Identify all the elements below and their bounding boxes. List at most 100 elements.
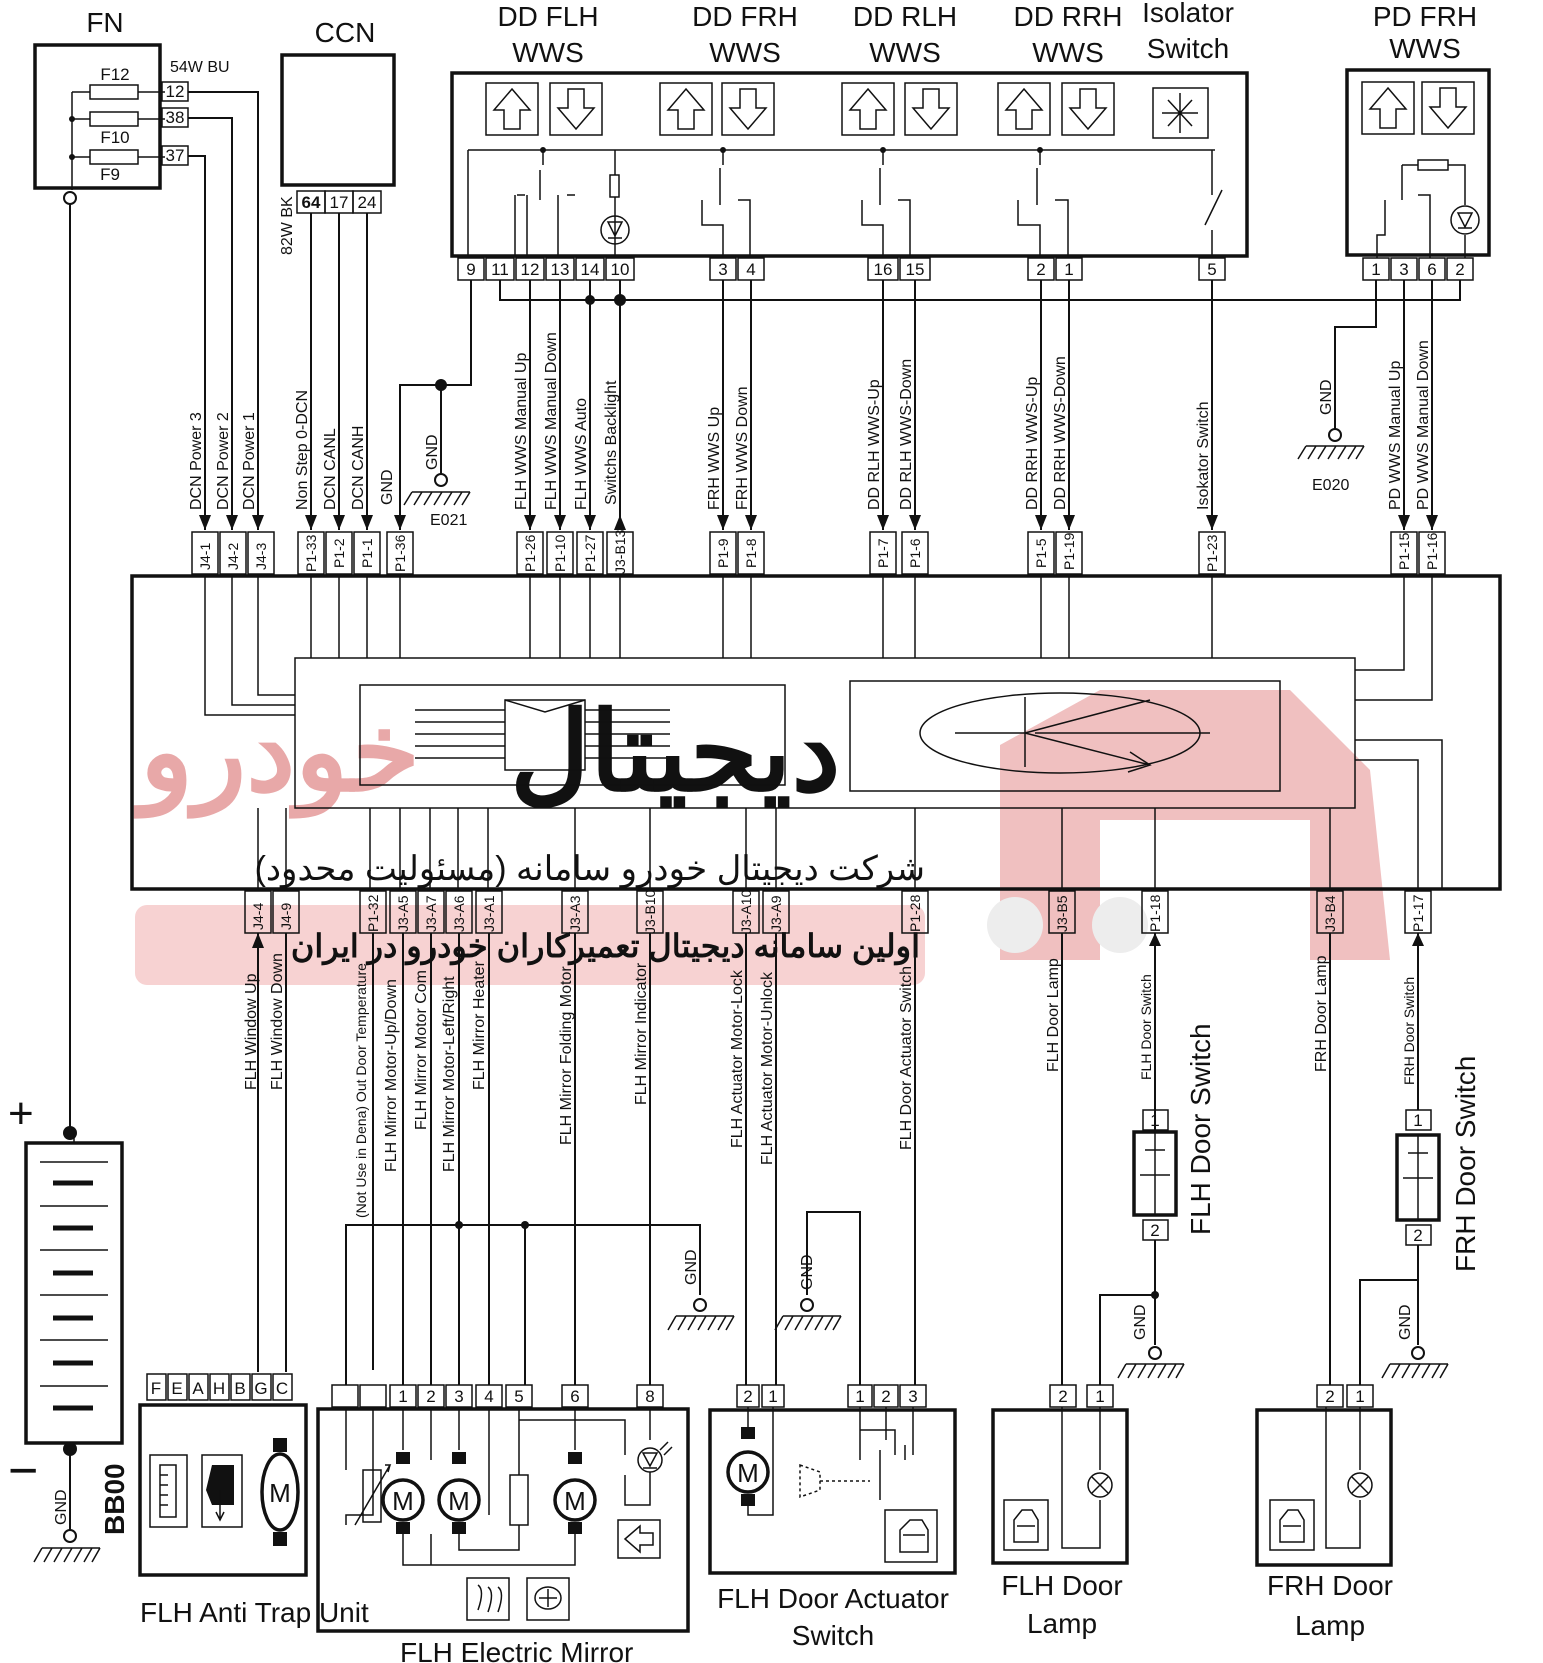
svg-text:J3-B13: J3-B13 — [612, 529, 628, 574]
fn-title: FN — [86, 7, 123, 38]
svg-text:A: A — [192, 1379, 204, 1398]
svg-text:1: 1 — [1413, 1111, 1422, 1130]
svg-text:PD FRH: PD FRH — [1373, 1, 1477, 32]
mirror-motor-icons: M M M — [381, 1452, 597, 1534]
svg-text:2: 2 — [1058, 1387, 1067, 1406]
svg-text:FLH Door Actuator Switch: FLH Door Actuator Switch — [898, 966, 915, 1150]
door-control-module — [130, 574, 1502, 891]
svg-text:4: 4 — [484, 1387, 493, 1406]
flh-lamp-subtitle: Lamp — [1027, 1608, 1097, 1639]
svg-text:2: 2 — [1413, 1226, 1422, 1245]
svg-text:J3-A6: J3-A6 — [451, 895, 467, 932]
svg-text:J4-9: J4-9 — [278, 903, 294, 930]
window-icon — [201, 1454, 243, 1528]
actuator-subtitle: Switch — [792, 1620, 874, 1651]
svg-text:J3-B5: J3-B5 — [1054, 895, 1070, 932]
flh-electric-mirror: 1 2 3 4 5 6 8 M M M — [316, 1384, 690, 1663]
svg-text:FRH Door Switch: FRH Door Switch — [1401, 977, 1417, 1085]
svg-text:3: 3 — [454, 1387, 463, 1406]
svg-text:P1-17: P1-17 — [1410, 894, 1426, 932]
svg-text:2: 2 — [881, 1387, 890, 1406]
svg-text:Isolator: Isolator — [1142, 0, 1234, 28]
svg-text:J3-B10: J3-B10 — [642, 889, 658, 934]
svg-text:1: 1 — [1095, 1387, 1104, 1406]
mirror-indicator-icon — [624, 1441, 673, 1506]
svg-text:GND: GND — [379, 469, 396, 505]
svg-text:B: B — [234, 1379, 245, 1398]
svg-text:3: 3 — [908, 1387, 917, 1406]
upper-signal-labels: DCN Power 3 DCN Power 2 DCN Power 1 Non … — [188, 332, 1432, 510]
svg-text:P1-9: P1-9 — [715, 538, 731, 568]
svg-text:J4-4: J4-4 — [250, 903, 266, 930]
svg-text:1: 1 — [1150, 1111, 1159, 1130]
svg-text:FLH Actuator Motor-Unlock: FLH Actuator Motor-Unlock — [759, 971, 776, 1165]
frh-door-switch: 1 2 GND FRH Door Switch — [1359, 1056, 1481, 1385]
lower-signal-labels: FLH Window Up FLH Window Down (Not Use i… — [243, 953, 1417, 1218]
svg-text:J3-A9: J3-A9 — [768, 895, 784, 932]
svg-text:P1-33: P1-33 — [303, 534, 319, 572]
flh-up-down-arrow-icons — [485, 82, 603, 136]
svg-text:FLH Mirror Motor Com: FLH Mirror Motor Com — [413, 970, 430, 1130]
svg-text:FLH Mirror Motor-Up/Down: FLH Mirror Motor-Up/Down — [383, 979, 400, 1172]
flh-door-switch-title: FLH Door Switch — [1185, 1023, 1216, 1235]
watermark-logo-2: دیجیتال — [510, 691, 840, 814]
svg-text:1: 1 — [1371, 260, 1380, 279]
watermark: خودرو دیجیتال شرکت دیجیتال خودرو سامانه … — [133, 690, 1390, 985]
svg-text:2: 2 — [1325, 1387, 1334, 1406]
car-door-icon — [1269, 1499, 1315, 1551]
svg-text:GND: GND — [1318, 379, 1335, 415]
ground-e021: E021 — [403, 473, 471, 529]
svg-text:F12: F12 — [100, 65, 129, 84]
svg-text:DCN Power 3: DCN Power 3 — [188, 412, 205, 510]
svg-text:J4-3: J4-3 — [253, 543, 269, 570]
svg-text:GND: GND — [1132, 1304, 1149, 1340]
svg-text:1: 1 — [768, 1387, 777, 1406]
svg-text:3: 3 — [1399, 260, 1408, 279]
battery-minus: − — [8, 1442, 38, 1500]
svg-text:J3-A7: J3-A7 — [423, 895, 439, 932]
svg-text:FLH Door Switch: FLH Door Switch — [1138, 974, 1154, 1080]
svg-text:37: 37 — [166, 146, 185, 165]
watermark-slogan: اولین سامانه دیجیتال تعمیرکاران خودرو در… — [291, 928, 920, 966]
svg-text:2: 2 — [426, 1387, 435, 1406]
svg-text:J3-A5: J3-A5 — [395, 895, 411, 932]
svg-text:PD WWS Manual Up: PD WWS Manual Up — [1387, 361, 1404, 510]
thermistor-icon — [354, 1464, 392, 1526]
svg-text:P1-28: P1-28 — [907, 894, 923, 932]
svg-text:P1-27: P1-27 — [582, 534, 598, 572]
svg-text:Switchs Backlight: Switchs Backlight — [603, 380, 620, 505]
actuator-title: FLH Door Actuator — [717, 1583, 949, 1614]
svg-text:DCN CANL: DCN CANL — [322, 428, 339, 510]
svg-text:14: 14 — [581, 260, 600, 279]
svg-text:24: 24 — [358, 193, 377, 212]
svg-text:FRH WWS Down: FRH WWS Down — [734, 386, 751, 510]
svg-text:FRH Door Lamp: FRH Door Lamp — [1313, 955, 1330, 1072]
svg-text:DD FLH: DD FLH — [497, 1, 598, 32]
ground-mirror: GND — [667, 1249, 735, 1331]
svg-text:P1-32: P1-32 — [365, 894, 381, 932]
svg-text:5: 5 — [514, 1387, 523, 1406]
svg-text:DD RRH WWS-Up: DD RRH WWS-Up — [1024, 377, 1041, 510]
flh-switch-pins: 9 11 12 13 14 10 — [457, 257, 635, 281]
svg-text:P1-8: P1-8 — [743, 538, 759, 568]
svg-text:P1-6: P1-6 — [907, 538, 923, 568]
svg-text:2: 2 — [743, 1387, 752, 1406]
svg-text:P1-16: P1-16 — [1424, 532, 1440, 570]
frh-door-switch-title: FRH Door Switch — [1450, 1056, 1481, 1272]
ccn-connector: CCN 64 17 24 82W BK — [279, 17, 396, 255]
car-door-icon — [884, 1509, 938, 1563]
logic-chip-icon — [415, 699, 670, 771]
svg-text:2: 2 — [1150, 1221, 1159, 1240]
mirror-direction-arrow-icon — [617, 1519, 661, 1559]
svg-text:J3-A10: J3-A10 — [738, 889, 754, 934]
svg-text:8: 8 — [645, 1387, 654, 1406]
svg-text:DD RRH: DD RRH — [1014, 1, 1123, 32]
svg-text:1: 1 — [855, 1387, 864, 1406]
svg-text:38: 38 — [166, 108, 185, 127]
svg-text:H: H — [213, 1379, 225, 1398]
lower-wiring: GND GND — [252, 933, 1424, 1385]
svg-text:P1-26: P1-26 — [522, 534, 538, 572]
svg-text:Switch: Switch — [1147, 33, 1229, 64]
svg-text:16: 16 — [874, 260, 893, 279]
door-lock-icon — [799, 1407, 914, 1500]
